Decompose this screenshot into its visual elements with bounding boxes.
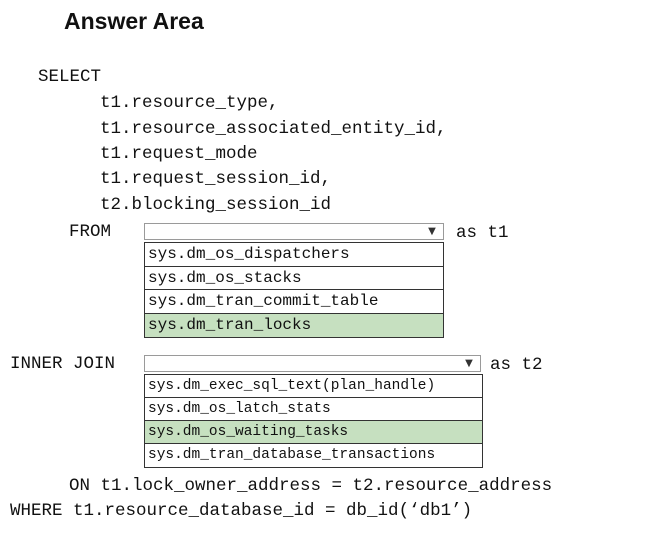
dropdown-option-selected[interactable]: sys.dm_os_waiting_tasks <box>145 421 482 444</box>
dropdown-option[interactable]: sys.dm_tran_commit_table <box>145 290 443 314</box>
on-clause: ON t1.lock_owner_address = t2.resource_a… <box>69 476 553 496</box>
dropdown-option[interactable]: sys.dm_os_latch_stats <box>145 398 482 421</box>
where-clause: WHERE t1.resource_database_id = db_id(‘d… <box>10 501 473 521</box>
column-line: t1.request_session_id, <box>100 169 332 189</box>
dropdown-option[interactable]: sys.dm_exec_sql_text(plan_handle) <box>145 375 482 398</box>
chevron-down-icon[interactable]: ▼ <box>465 358 473 369</box>
dropdown-option[interactable]: sys.dm_os_dispatchers <box>145 243 443 267</box>
from-table-options: sys.dm_os_dispatchers sys.dm_os_stacks s… <box>144 242 444 338</box>
dropdown-option[interactable]: sys.dm_tran_database_transactions <box>148 447 436 464</box>
dropdown-option-selected[interactable]: sys.dm_tran_locks <box>145 313 443 337</box>
inner-join-keyword: INNER JOIN <box>10 354 116 374</box>
column-line: t1.request_mode <box>100 144 258 164</box>
from-table-dropdown[interactable]: ▼ <box>144 223 444 240</box>
column-line: t1.resource_type, <box>100 93 279 113</box>
answer-area-title: Answer Area <box>64 8 204 34</box>
from-keyword: FROM <box>69 222 112 242</box>
select-keyword: SELECT <box>38 67 102 87</box>
chevron-down-icon[interactable]: ▼ <box>428 226 436 237</box>
join-table-options: sys.dm_exec_sql_text(plan_handle) sys.dm… <box>144 374 483 468</box>
alias-t2: as t2 <box>490 355 543 375</box>
column-line: t2.blocking_session_id <box>100 195 332 215</box>
join-table-dropdown[interactable]: ▼ <box>144 355 481 372</box>
alias-t1: as t1 <box>456 223 509 243</box>
dropdown-option[interactable]: sys.dm_os_stacks <box>145 267 443 290</box>
column-line: t1.resource_associated_entity_id, <box>100 119 447 139</box>
